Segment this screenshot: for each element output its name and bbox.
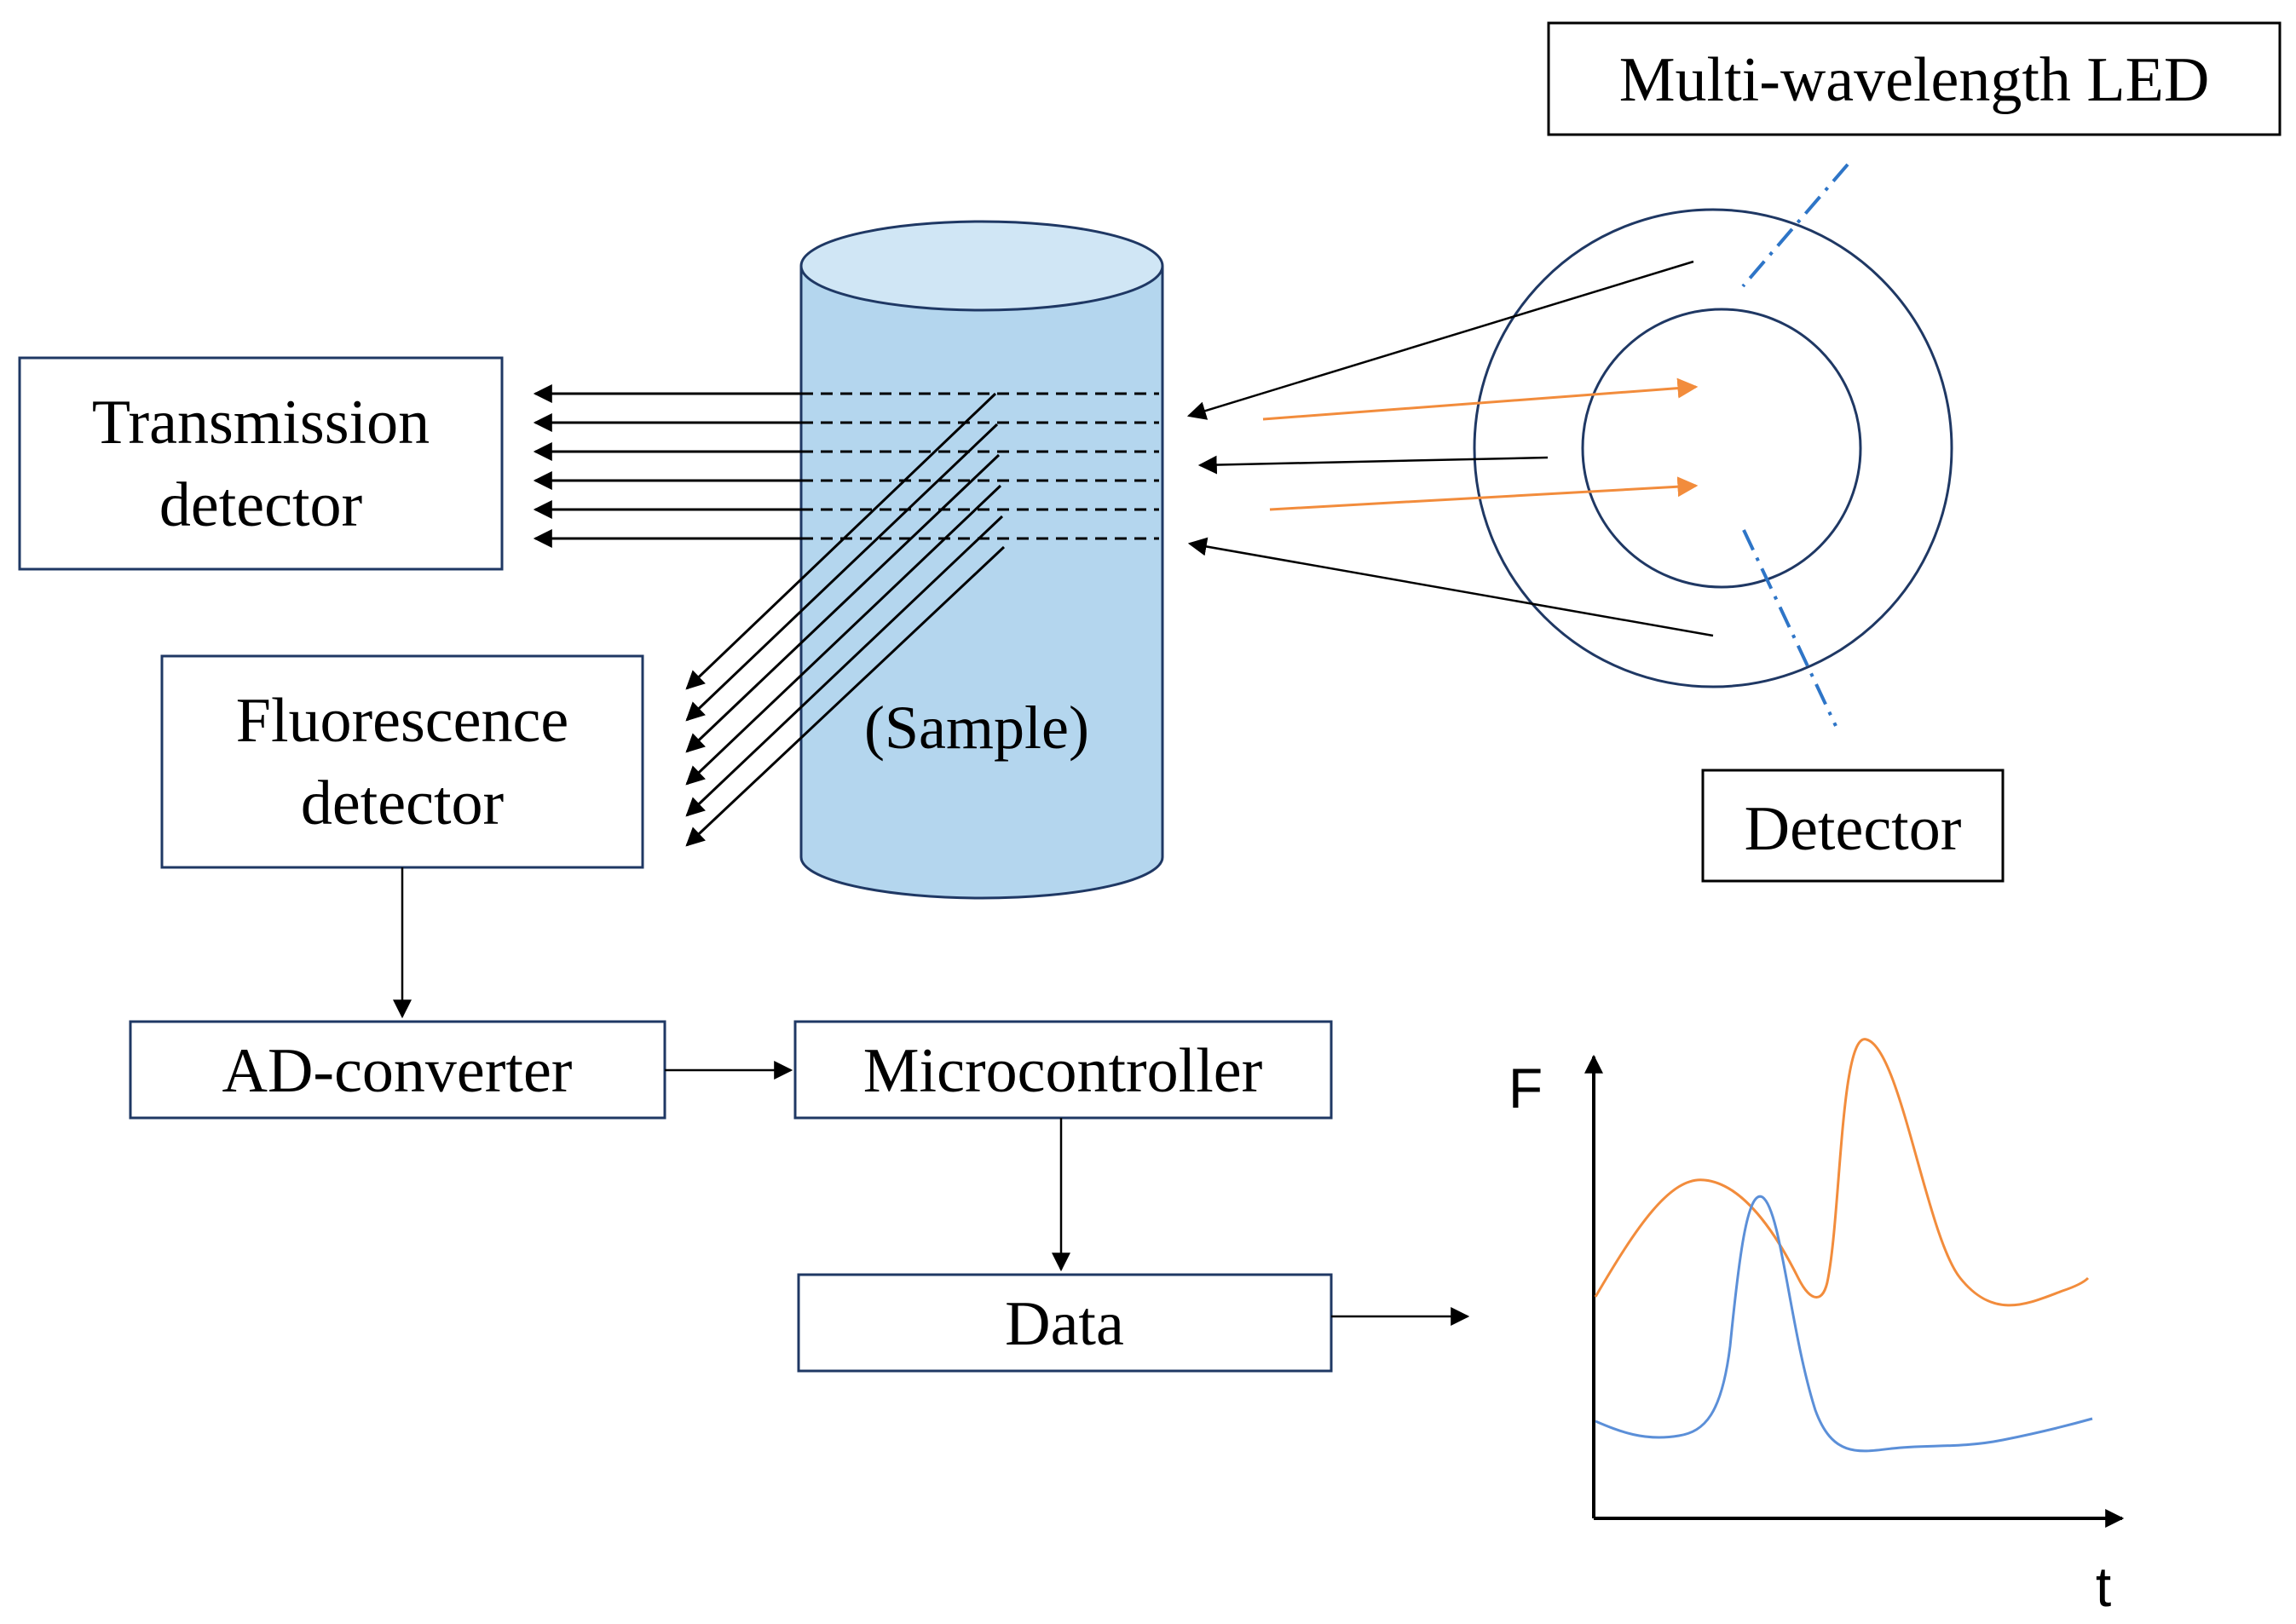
led-label: Multi-wavelength LED [1619, 45, 2210, 115]
transmission-beams [533, 384, 1159, 548]
data-label: Data [1005, 1289, 1124, 1359]
detector-label: Detector [1745, 794, 1962, 864]
graph-x-label: t [2096, 1555, 2111, 1618]
fluorescence-label-line1: Fluorescence [236, 686, 568, 756]
orange-trace [1594, 1038, 2090, 1307]
data-box: Data [797, 1273, 1333, 1373]
led-ring [1473, 163, 1953, 727]
led-axis-upper [1741, 163, 1849, 288]
microcontroller-label: Microcontroller [863, 1036, 1263, 1106]
led-axis-lower [1742, 529, 1837, 727]
ad-converter-box: AD-converter [129, 1020, 666, 1120]
transmission-detector-box: Transmission detector [18, 356, 504, 571]
fluorescence-detector-box: Fluorescence detector [160, 654, 644, 869]
detector-box: Detector [1701, 769, 2005, 883]
led-box: Multi-wavelength LED [1547, 21, 2282, 136]
ad-converter-label: AD-converter [222, 1036, 573, 1106]
graph-y-label: F [1509, 1057, 1543, 1120]
transmission-label-line1: Transmission [92, 388, 430, 458]
blue-trace [1595, 1195, 2093, 1453]
signal-chain-arrows [393, 867, 1470, 1326]
illumination-arrows [1186, 260, 1714, 637]
sample-label: (Sample) [864, 694, 1089, 762]
microcontroller-box: Microcontroller [793, 1020, 1333, 1120]
excitation-arrows [1262, 377, 1699, 511]
transmission-label-line2: detector [159, 470, 362, 540]
fluorescence-beams [685, 392, 1006, 847]
fluorescence-label-line2: detector [301, 769, 504, 838]
fluorescence-graph: F t [1509, 1038, 2125, 1618]
